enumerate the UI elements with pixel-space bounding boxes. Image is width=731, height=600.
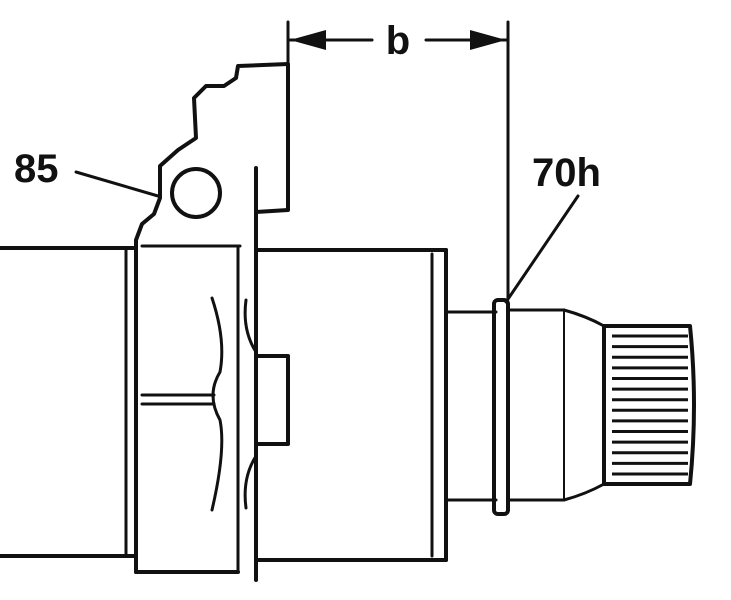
dimension-b-label: b xyxy=(386,19,410,63)
mounting-flange xyxy=(134,62,290,582)
spline-ridges xyxy=(612,334,688,476)
main-housing xyxy=(254,248,448,562)
part-label-85: 85 xyxy=(14,147,59,191)
output-shaft xyxy=(444,308,606,502)
leader-line-85 xyxy=(74,170,160,198)
left-shaft xyxy=(0,246,138,558)
dimension-b xyxy=(286,20,510,300)
part-label-70h: 70h xyxy=(532,151,601,195)
retaining-ring xyxy=(492,298,510,516)
spline-end xyxy=(602,324,696,486)
bolt-hole xyxy=(170,167,222,219)
leader-line-70h xyxy=(504,194,580,304)
